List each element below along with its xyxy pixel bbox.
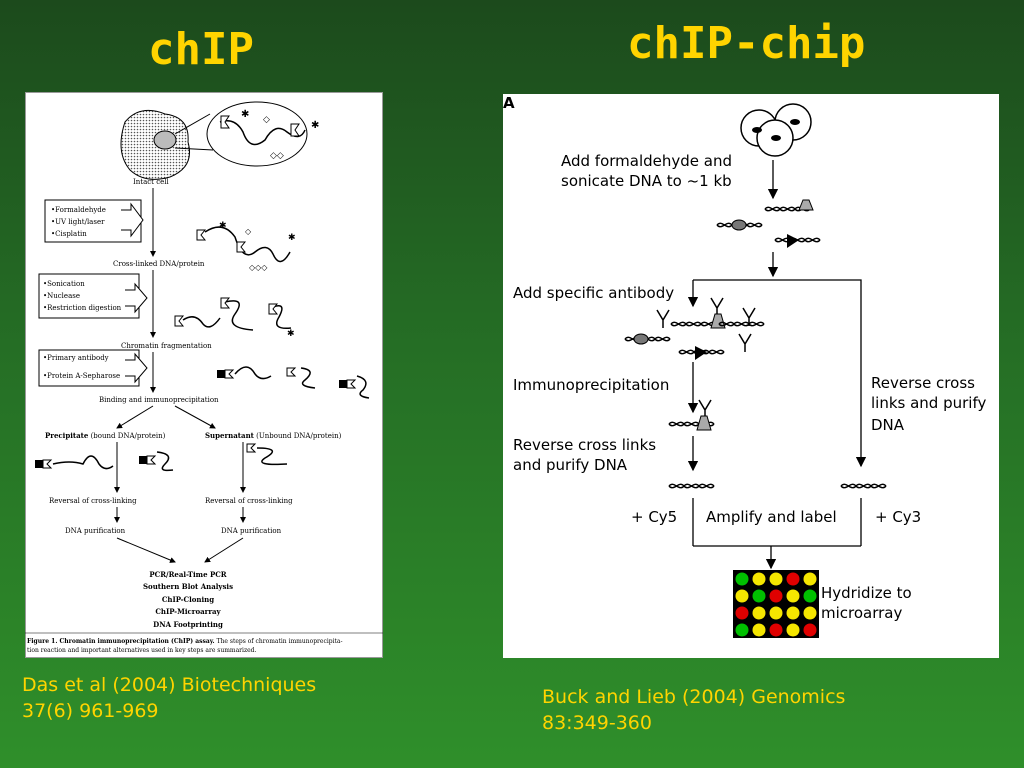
panel-label: A	[503, 94, 515, 112]
cy5-label: + Cy5	[631, 508, 677, 526]
chip-figure-panel: ✱ ✱ ◇ ◇◇ Intact cell •Formaldehyde •UV l…	[25, 92, 383, 658]
microarray-spot	[803, 606, 817, 620]
right-slide-title: chIP-chip	[627, 18, 866, 69]
fragmented-dna-icon	[716, 199, 821, 248]
svg-text:◇◇◇: ◇◇◇	[249, 263, 268, 272]
microarray-spot	[803, 572, 817, 586]
analysis-methods: PCR/Real-Time PCR Southern Blot Analysis…	[143, 570, 233, 629]
fragmented-chromatin-icon: ✱	[174, 297, 295, 339]
microarray-spot	[769, 572, 783, 586]
side-step-line2: links and purify	[871, 394, 986, 412]
cells-icon	[740, 103, 812, 157]
microarray-spot	[769, 589, 783, 603]
bound-complexes-icon	[217, 366, 370, 399]
reagent-protein-a: •Protein A-Sepharose	[43, 372, 120, 380]
svg-text:✱: ✱	[288, 233, 296, 243]
left-citation: Das et al (2004) Biotechniques 37(6) 961…	[22, 672, 316, 724]
right-citation: Buck and Lieb (2004) Genomics 83:349-360	[542, 684, 845, 736]
microarray-spot	[803, 589, 817, 603]
microarray-spot	[735, 623, 749, 637]
step2-label: Add specific antibody	[513, 284, 674, 302]
intact-cell-label: Intact cell	[133, 178, 170, 186]
step1-line2: sonicate DNA to ~1 kb	[561, 172, 732, 190]
purification-left-label: DNA purification	[65, 527, 126, 535]
microarray-spot	[735, 589, 749, 603]
method-pcr: PCR/Real-Time PCR	[149, 570, 226, 579]
microarray-spot	[786, 589, 800, 603]
reagent-primary-antibody: •Primary antibody	[43, 354, 109, 362]
microarray-spot	[769, 606, 783, 620]
microarray-spot	[769, 623, 783, 637]
microarray-spot	[752, 606, 766, 620]
precipitate-complex-icon	[35, 451, 174, 472]
cy3-label: + Cy3	[875, 508, 921, 526]
svg-text:◇: ◇	[263, 115, 270, 125]
microarray-spot	[752, 572, 766, 586]
step4-line1: Reverse cross links	[513, 436, 656, 454]
step3-label: Immunoprecipitation	[513, 376, 669, 394]
reagent-sonication: •Sonication	[43, 280, 85, 288]
svg-text:✱: ✱	[287, 329, 295, 339]
reversal-left-label: Reversal of cross-linking	[49, 497, 137, 505]
side-step-line3: DNA	[871, 416, 905, 434]
method-footprinting: DNA Footprinting	[153, 620, 223, 629]
reagent-uv: •UV light/laser	[51, 218, 105, 226]
microarray-icon	[733, 570, 819, 638]
microarray-spot	[735, 606, 749, 620]
step1-line1: Add formaldehyde and	[561, 152, 732, 170]
chip-chip-figure-panel: A Add formaldehyde and sonicate DNA to ~…	[503, 94, 999, 658]
figure-caption-line1: Figure 1. Chromatin immunoprecipitation …	[27, 638, 343, 645]
chip-chip-diagram: A Add formaldehyde and sonicate DNA to ~…	[503, 94, 986, 638]
reagent-cisplatin: •Cisplatin	[51, 230, 87, 238]
microarray-spot	[786, 572, 800, 586]
microarray-spot	[786, 606, 800, 620]
reversal-right-label: Reversal of cross-linking	[205, 497, 293, 505]
method-southern: Southern Blot Analysis	[143, 582, 233, 591]
chip-diagram: ✱ ✱ ◇ ◇◇ Intact cell •Formaldehyde •UV l…	[25, 92, 383, 658]
supernatant-label: Supernatant (Unbound DNA/protein)	[205, 431, 342, 440]
intact-cell-icon: ✱ ✱ ◇ ◇◇	[120, 101, 319, 180]
reagent-restriction: •Restriction digestion	[43, 304, 122, 312]
svg-text:✱: ✱	[219, 221, 227, 231]
svg-text:◇◇: ◇◇	[270, 151, 284, 161]
fragmentation-label: Chromatin fragmentation	[121, 342, 212, 350]
svg-text:✱: ✱	[241, 109, 249, 120]
purified-dna-right-icon	[840, 483, 887, 489]
immunoprecipitated-dna-icon	[668, 399, 715, 431]
microarray-spot	[803, 623, 817, 637]
reagent-nuclease: •Nuclease	[43, 292, 80, 300]
supernatant-dna-icon	[246, 443, 288, 466]
binding-label: Binding and immunoprecipitation	[99, 396, 219, 404]
svg-text:✱: ✱	[311, 120, 319, 131]
reagent-formaldehyde: •Formaldehyde	[51, 206, 106, 214]
precipitate-label: Precipitate (bound DNA/protein)	[45, 431, 166, 440]
purification-right-label: DNA purification	[221, 527, 282, 535]
microarray-spot	[735, 572, 749, 586]
final-step-line2: microarray	[821, 604, 902, 622]
left-citation-line1: Das et al (2004) Biotechniques	[22, 674, 317, 696]
method-cloning: ChIP-Cloning	[162, 595, 214, 604]
microarray-spot	[752, 589, 766, 603]
final-step-line1: Hydridize to	[821, 584, 912, 602]
right-citation-line1: Buck and Lieb (2004) Genomics	[542, 686, 846, 708]
step4-line2: and purify DNA	[513, 456, 628, 474]
side-step-line1: Reverse cross	[871, 374, 975, 392]
amplify-label: Amplify and label	[706, 508, 837, 526]
right-citation-line2: 83:349-360	[542, 712, 652, 734]
microarray-spot	[752, 623, 766, 637]
method-microarray: ChIP-Microarray	[155, 607, 221, 616]
microarray-spot	[786, 623, 800, 637]
figure-caption-line2: tion reaction and important alternatives…	[27, 647, 257, 654]
crosslinked-label: Cross-linked DNA/protein	[113, 260, 205, 268]
purified-dna-left-icon	[668, 483, 715, 489]
left-citation-line2: 37(6) 961-969	[22, 700, 159, 722]
left-slide-title: chIP	[148, 24, 254, 75]
antibody-bound-dna-icon	[624, 297, 765, 360]
svg-text:◇: ◇	[245, 227, 252, 236]
crosslinked-dna-icon: ✱ ✱ ◇ ◇◇◇	[196, 221, 296, 272]
